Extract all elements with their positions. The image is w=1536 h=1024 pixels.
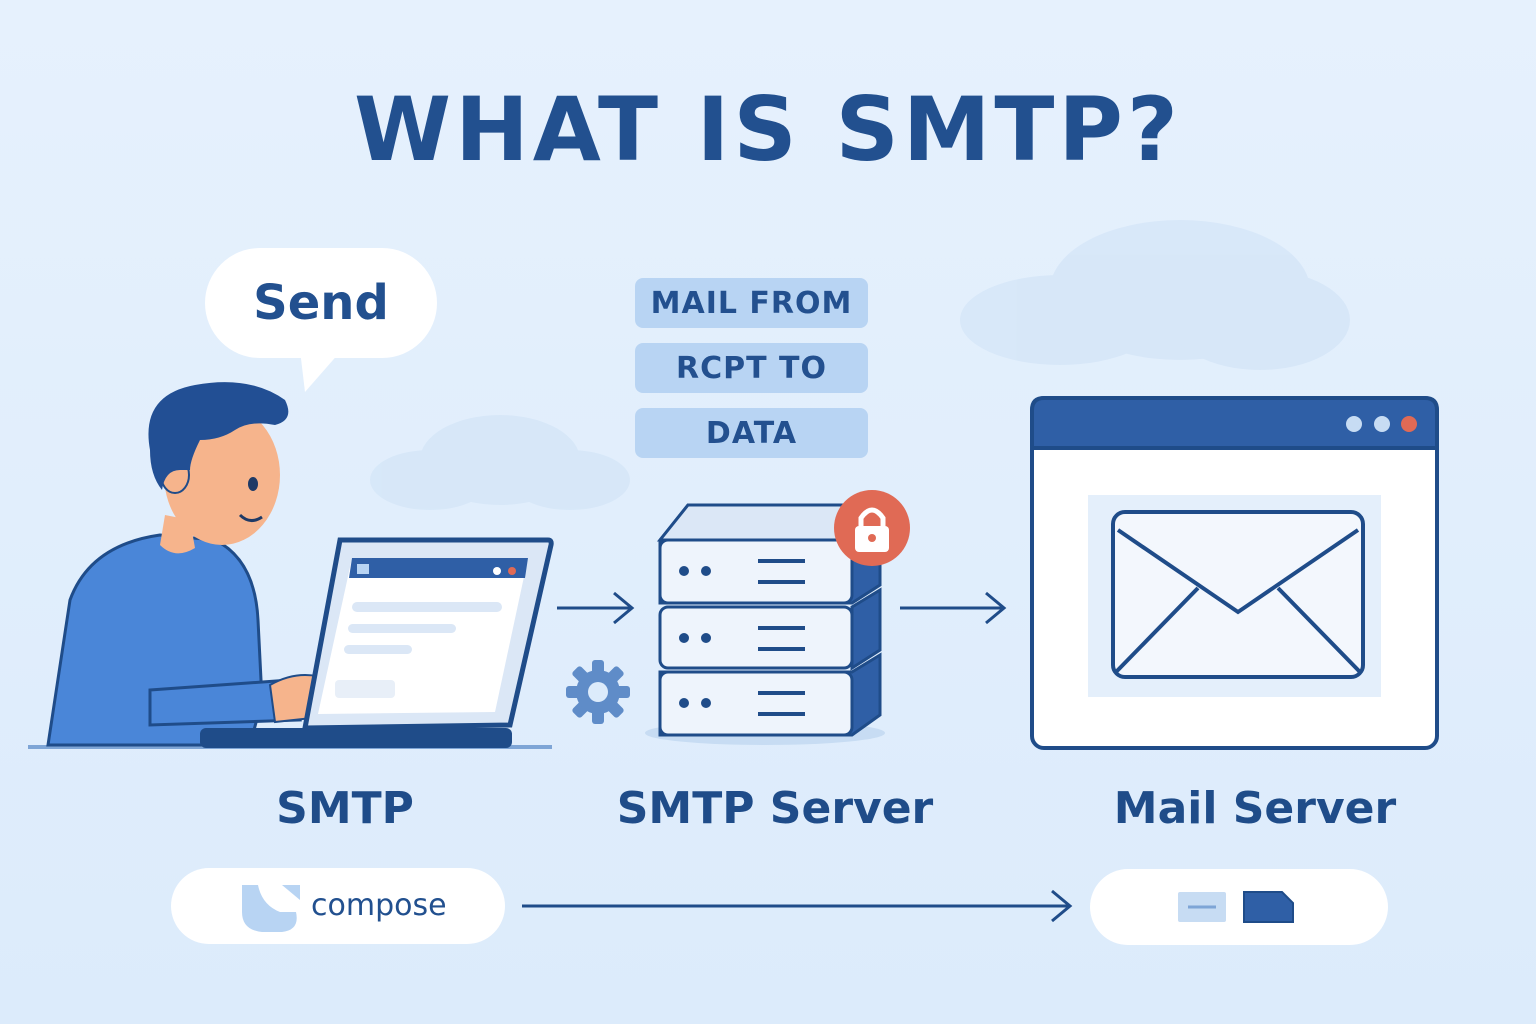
- page-title: WHAT IS SMTP?: [354, 78, 1182, 181]
- speech-bubble: Send: [205, 248, 437, 358]
- laptop-illustration: [200, 537, 554, 748]
- compose-pill: [171, 868, 505, 944]
- server-stack-icon: [645, 503, 885, 745]
- command-rcpt-to: RCPT TO: [635, 343, 868, 393]
- inbox-pill: [1090, 869, 1388, 945]
- arrow-compose-to-inbox: [522, 889, 1073, 923]
- padlock-icon: [834, 490, 910, 566]
- arrow-client-to-server: [557, 591, 635, 625]
- arrow-server-to-mail: [900, 591, 1007, 625]
- label-mail-server: Mail Server: [1113, 783, 1397, 834]
- gear-icon: [566, 660, 630, 724]
- command-data: DATA: [635, 408, 868, 458]
- label-smtp: SMTP: [276, 783, 414, 834]
- label-smtp-server: SMTP Server: [616, 783, 934, 834]
- person-illustration: [46, 382, 343, 747]
- cloud-left: [370, 415, 630, 510]
- compose-label: compose: [311, 888, 447, 923]
- envelope-icon: [1111, 510, 1365, 679]
- command-mail-from: MAIL FROM: [635, 278, 868, 328]
- speech-bubble-tail: [300, 350, 340, 392]
- cloud-right: [960, 220, 1350, 370]
